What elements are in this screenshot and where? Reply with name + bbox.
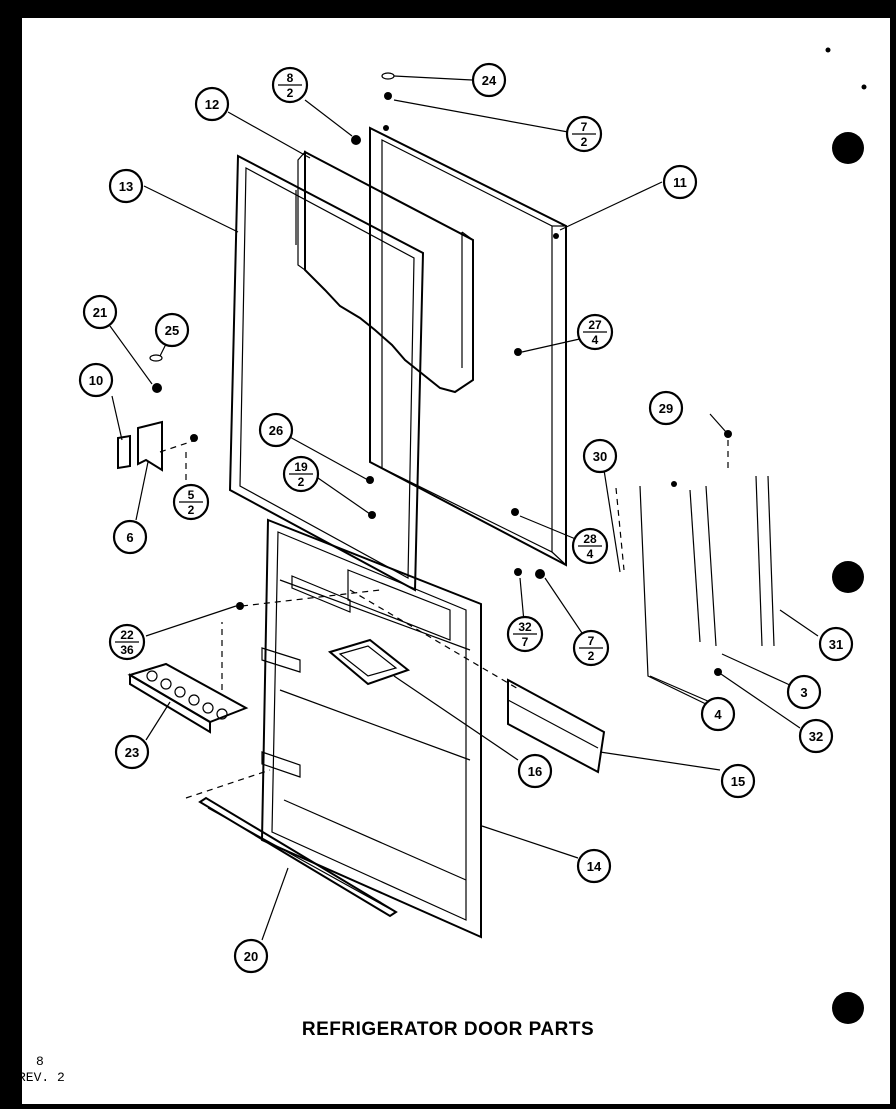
callout-24-label: 24 <box>482 73 497 88</box>
butter-compartment <box>327 638 411 686</box>
leader-lines <box>109 75 819 941</box>
door-shelf-bar <box>507 678 606 774</box>
callout-23-label: 23 <box>125 745 139 760</box>
door-outer-panel <box>369 125 567 567</box>
callout-30: 30 <box>582 438 618 474</box>
bottom-trim-strip <box>198 796 398 918</box>
callout-12: 12 <box>194 86 230 122</box>
door-inner-liner <box>260 518 482 939</box>
callout-10-label: 10 <box>89 373 103 388</box>
callout-26-label: 26 <box>269 423 283 438</box>
callout-8-2-top: 8 <box>287 71 294 85</box>
callout-32-label: 32 <box>809 729 823 744</box>
fastener-screws <box>236 72 545 610</box>
callout-16-label: 16 <box>528 764 542 779</box>
callout-3: 3 <box>786 674 822 710</box>
callout-11-label: 11 <box>673 175 687 190</box>
callout-4: 4 <box>700 696 736 732</box>
revision-label: REV. 2 <box>18 1070 65 1085</box>
callout-7-2-upper-top: 7 <box>581 120 588 134</box>
callout-19-2-bottom: 2 <box>298 475 305 489</box>
callout-30-label: 30 <box>593 449 607 464</box>
callout-7-2-lower-bottom: 2 <box>588 649 595 663</box>
callout-13-label: 13 <box>119 179 133 194</box>
callout-6-label: 6 <box>126 530 133 545</box>
callout-5-2-bottom: 2 <box>188 503 195 517</box>
callout-19-2-top: 19 <box>294 460 308 474</box>
callout-32: 32 <box>798 718 834 754</box>
callout-11: 11 <box>662 164 698 200</box>
binder-hole-top <box>832 132 864 164</box>
callout-29-label: 29 <box>659 401 673 416</box>
callout-12-label: 12 <box>205 97 219 112</box>
callout-15-label: 15 <box>731 774 745 789</box>
hinge-assembly <box>117 354 198 472</box>
callout-6: 6 <box>112 519 148 555</box>
callout-27-4-top: 27 <box>588 318 602 332</box>
egg-tray <box>127 662 249 734</box>
callout-7-2-lower: 7 2 <box>572 629 610 667</box>
callout-28-4-bottom: 4 <box>587 547 594 561</box>
callout-4-label: 4 <box>714 707 722 722</box>
callout-19-2: 19 2 <box>282 455 320 493</box>
callout-8-2: 8 2 <box>271 66 309 104</box>
callout-23: 23 <box>114 734 150 770</box>
door-handle-parts <box>639 430 775 707</box>
callout-15: 15 <box>720 763 756 799</box>
callout-3-label: 3 <box>800 685 807 700</box>
callout-31: 31 <box>818 626 854 662</box>
callout-7-2-lower-top: 7 <box>588 634 595 648</box>
callout-22-36: 22 36 <box>108 623 146 661</box>
callout-8-2-bottom: 2 <box>287 86 294 100</box>
callout-7-2-upper-bottom: 2 <box>581 135 588 149</box>
callout-32-7-bottom: 7 <box>522 635 529 649</box>
callout-20-label: 20 <box>244 949 258 964</box>
door-insulation-block <box>295 150 474 394</box>
callout-27-4-bottom: 4 <box>592 333 599 347</box>
callout-14: 14 <box>576 848 612 884</box>
callout-13: 13 <box>108 168 144 204</box>
binder-holes <box>825 47 867 1024</box>
page-number: 8 <box>36 1054 44 1069</box>
callout-16: 16 <box>517 753 553 789</box>
callout-32-7: 32 7 <box>506 615 544 653</box>
drawing-sheet <box>22 18 890 1104</box>
callout-21-label: 21 <box>93 305 107 320</box>
callout-5-2-top: 5 <box>188 488 195 502</box>
callout-31-label: 31 <box>829 637 843 652</box>
callout-26: 26 <box>258 412 294 448</box>
callout-28-4-top: 28 <box>583 532 597 546</box>
door-gasket <box>228 154 425 592</box>
callout-22-36-bottom: 36 <box>120 643 134 657</box>
callout-27-4: 27 4 <box>576 313 614 351</box>
callout-7-2-upper: 7 2 <box>565 115 603 153</box>
callout-22-36-top: 22 <box>120 628 134 642</box>
binder-hole-middle <box>832 561 864 593</box>
callout-29: 29 <box>648 390 684 426</box>
callout-25-label: 25 <box>165 323 179 338</box>
callout-32-7-top: 32 <box>518 620 532 634</box>
callout-20: 20 <box>233 938 269 974</box>
alignment-guides <box>159 439 729 799</box>
diagram-title: REFRIGERATOR DOOR PARTS <box>301 1019 595 1040</box>
callout-14-label: 14 <box>587 859 602 874</box>
callout-28-4: 28 4 <box>571 527 609 565</box>
binder-hole-bottom <box>832 992 864 1024</box>
callout-10: 10 <box>78 362 114 398</box>
callout-21: 21 <box>82 294 118 330</box>
callout-25: 25 <box>154 312 190 348</box>
callout-24: 24 <box>471 62 507 98</box>
callout-5-2: 5 2 <box>172 483 210 521</box>
